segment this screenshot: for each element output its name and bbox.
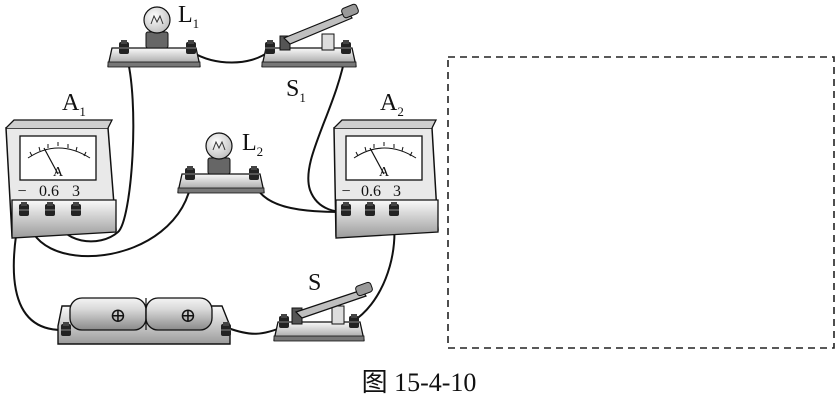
label-a1: A1	[62, 90, 86, 119]
answer-dashed-box	[447, 56, 835, 349]
switch-s1-blade	[282, 11, 353, 45]
ammeter-a2: A − 0.6 3 A2	[333, 90, 439, 239]
battery-cell-1	[69, 297, 147, 331]
battery-plus-symbol-1: ⊕	[110, 305, 127, 327]
ammeter-a1-needle	[43, 147, 59, 175]
wire-l1-to-s1	[191, 51, 269, 64]
label-l1: L1	[178, 2, 199, 31]
a2-terminal-minus: −	[341, 183, 350, 200]
label-s1: S1	[286, 76, 306, 105]
bulb-l1	[143, 6, 171, 34]
bulb-l2	[205, 132, 233, 160]
a1-terminal-0-6: 0.6	[39, 183, 59, 200]
battery: ⊕ ⊕	[57, 297, 232, 345]
switch-s1: S1	[261, 3, 359, 105]
lamp-l2: L2	[177, 130, 265, 194]
a1-terminal-3: 3	[72, 183, 80, 200]
ammeter-a2-face-letter: A	[379, 165, 390, 180]
wire-l1-to-a1	[51, 53, 135, 243]
ammeter-a1-face-letter: A	[53, 165, 64, 180]
switch-s: S	[273, 270, 373, 342]
wire-s1-to-a2	[307, 51, 347, 213]
a2-terminal-0-6: 0.6	[361, 183, 381, 200]
figure-caption: 图 15-4-10	[361, 368, 477, 397]
label-l2: L2	[242, 130, 263, 159]
battery-plus-symbol-2: ⊕	[180, 305, 197, 327]
a2-terminal-3: 3	[393, 183, 401, 200]
ammeter-a1: A − 0.6 3 A1	[5, 90, 117, 239]
label-s: S	[308, 270, 321, 296]
ammeter-a1-dial	[19, 135, 97, 181]
ammeter-a2-needle	[369, 147, 385, 175]
lamp-l1: L1	[107, 2, 201, 68]
switch-s-blade	[294, 289, 367, 319]
label-a2: A2	[380, 90, 404, 119]
a1-terminal-minus: −	[17, 183, 26, 200]
